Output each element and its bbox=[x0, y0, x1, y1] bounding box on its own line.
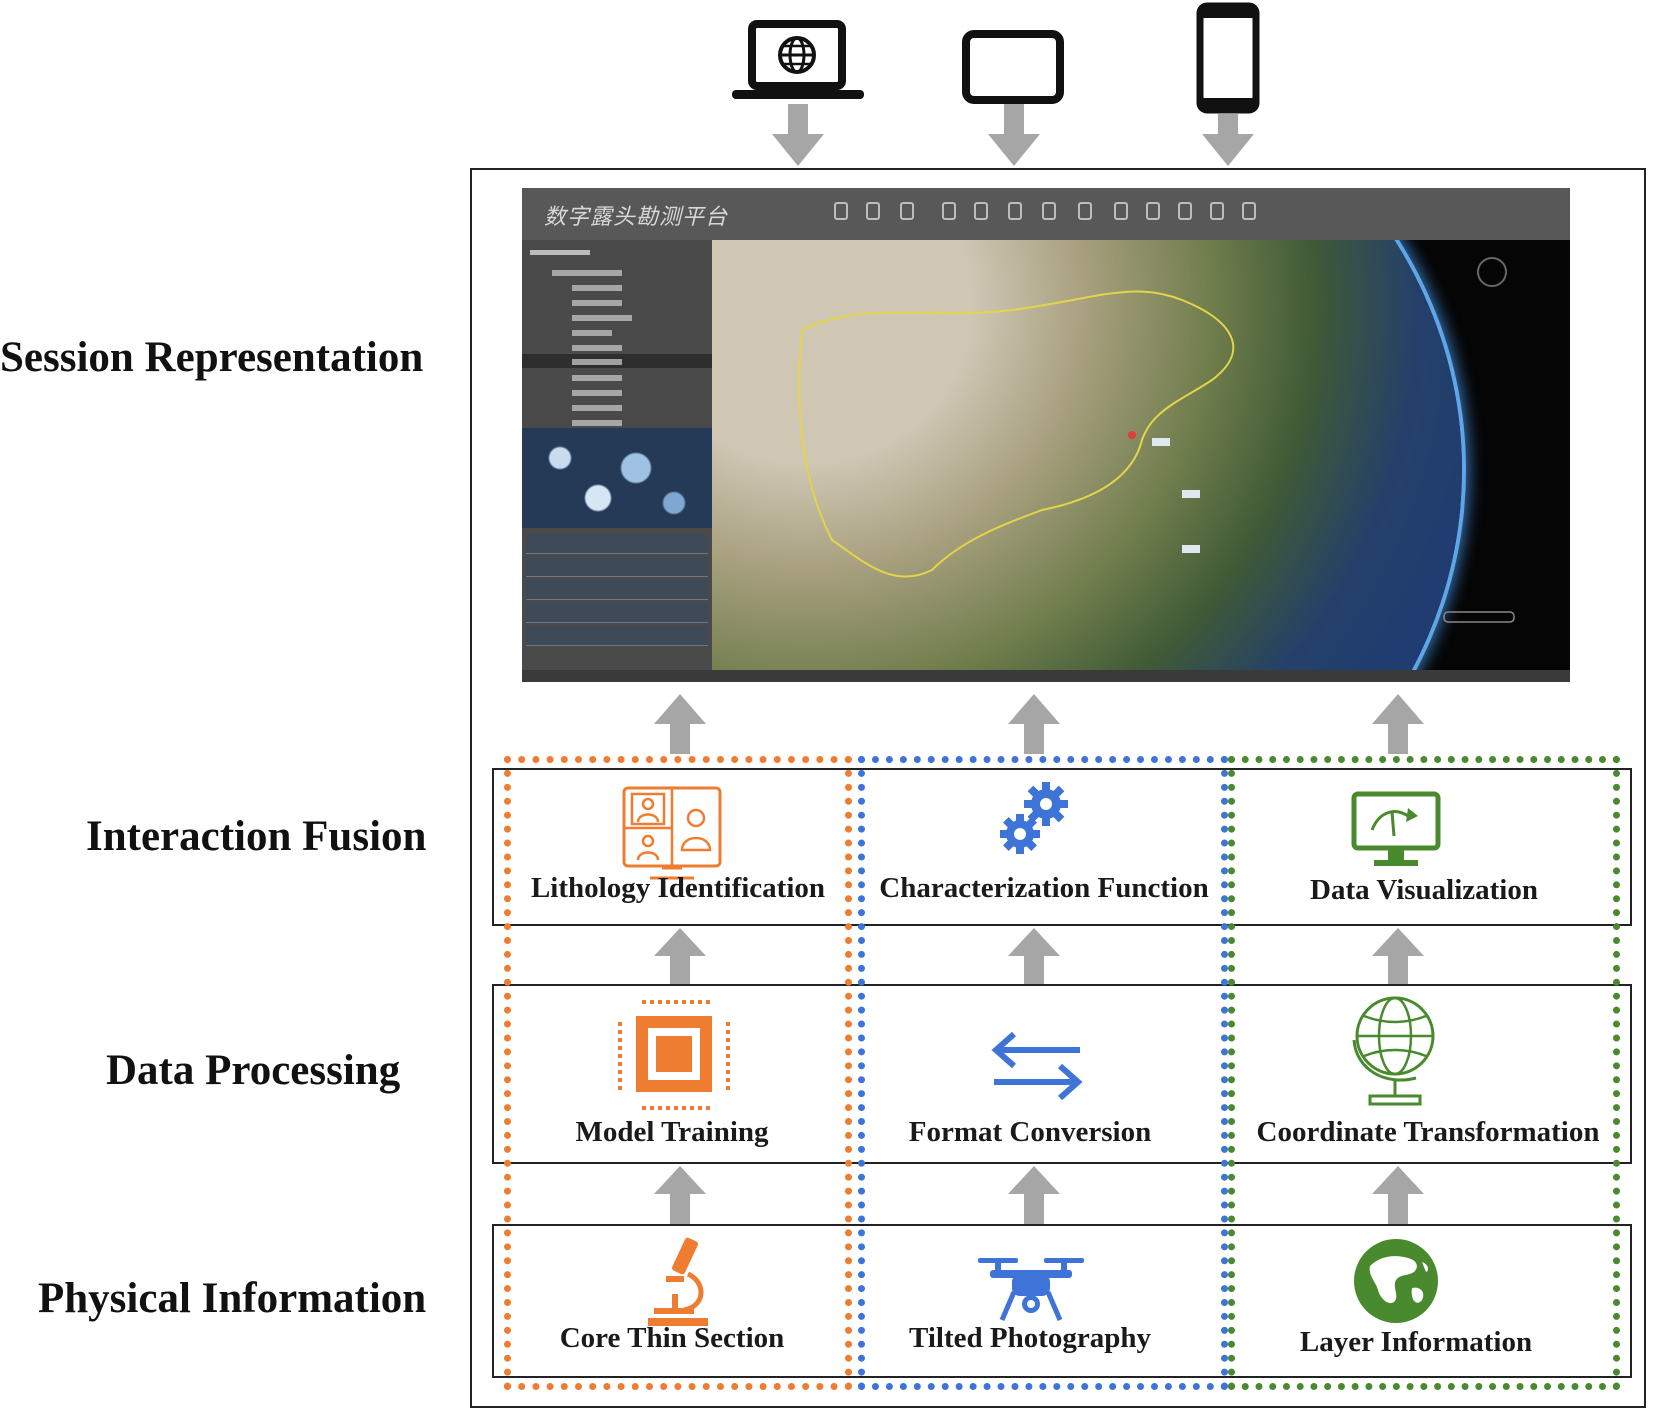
processing-row bbox=[492, 984, 1632, 1164]
earth-icon bbox=[1354, 1239, 1438, 1323]
arrow-down-laptop bbox=[772, 104, 824, 166]
arrow-up-3 bbox=[1372, 694, 1424, 754]
physical-row bbox=[492, 1224, 1632, 1378]
arrow-down-tablet bbox=[988, 104, 1040, 166]
layer-column-group bbox=[1228, 756, 1620, 1390]
screenshot-statusbar bbox=[522, 670, 1570, 682]
video-conference-icon bbox=[622, 786, 722, 880]
arrow-up-4 bbox=[654, 928, 706, 984]
lithology-identification-label: Lithology Identification bbox=[530, 872, 826, 904]
drone-icon bbox=[978, 1258, 1084, 1321]
coordinate-transformation-label: Coordinate Transformation bbox=[1256, 1116, 1600, 1148]
format-conversion-label: Format Conversion bbox=[908, 1116, 1152, 1148]
interaction-row bbox=[492, 768, 1632, 926]
microscope-icon bbox=[648, 1237, 708, 1326]
arrow-up-5 bbox=[1008, 928, 1060, 984]
photography-column-group bbox=[858, 756, 1228, 1390]
arrow-up-1 bbox=[654, 694, 706, 754]
characterization-function-label: Characterization Function bbox=[879, 872, 1209, 904]
lithology-column-group bbox=[504, 756, 852, 1390]
screenshot-title: 数字露头勘测平台 bbox=[544, 205, 729, 230]
model-training-label: Model Training bbox=[575, 1116, 769, 1148]
processor-chip-icon bbox=[618, 1000, 730, 1110]
platform-screenshot: 数字露头勘测平台 bbox=[522, 188, 1570, 682]
arrow-up-6 bbox=[1372, 928, 1424, 984]
laptop-icon bbox=[732, 20, 864, 99]
arrow-up-2 bbox=[1008, 694, 1060, 754]
arrow-down-phone bbox=[1202, 114, 1254, 166]
tilted-photography-label: Tilted Photography bbox=[909, 1322, 1151, 1354]
core-thin-section-label: Core Thin Section bbox=[559, 1322, 785, 1354]
layer-label-interaction: Interaction Fusion bbox=[86, 813, 427, 860]
layer-label-session: Session Representation bbox=[0, 334, 424, 381]
arrow-up-7 bbox=[654, 1166, 706, 1224]
screenshot-globe-view bbox=[712, 240, 1570, 670]
phone-icon bbox=[1196, 2, 1260, 114]
data-visualization-label: Data Visualization bbox=[1310, 874, 1538, 906]
system-frame bbox=[470, 168, 1646, 1408]
screenshot-thumbnail bbox=[522, 428, 712, 528]
screenshot-sidebar bbox=[522, 240, 712, 670]
screenshot-toolbar: 数字露头勘测平台 bbox=[522, 188, 1570, 240]
layer-label-processing: Data Processing bbox=[106, 1047, 401, 1094]
layer-label-physical: Physical Information bbox=[38, 1275, 427, 1322]
swap-arrows-icon bbox=[991, 1032, 1083, 1101]
monitor-chart-icon bbox=[1351, 791, 1441, 866]
globe-stand-icon bbox=[1352, 996, 1435, 1106]
arrow-up-8 bbox=[1008, 1166, 1060, 1224]
layer-information-label: Layer Information bbox=[1299, 1326, 1533, 1358]
gears-icon bbox=[1000, 782, 1068, 854]
tablet-icon bbox=[962, 30, 1064, 104]
arrow-up-9 bbox=[1372, 1166, 1424, 1224]
